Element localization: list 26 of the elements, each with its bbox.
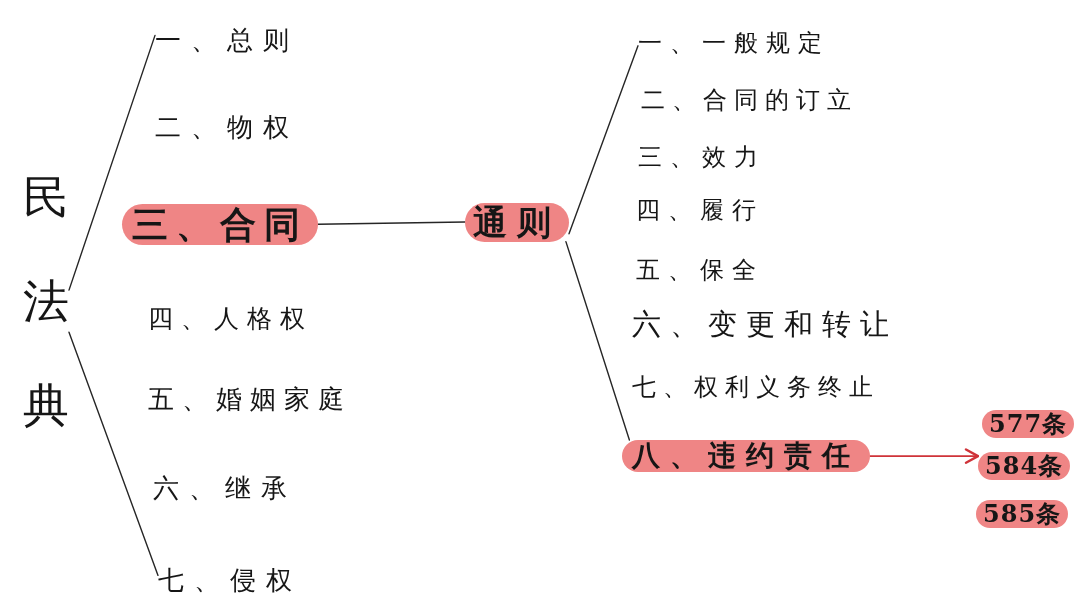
highlighted-topic: 八、违约责任 (622, 440, 870, 473)
highlighted-topic: 通则 (465, 202, 569, 242)
highlighted-topic: 585条 (976, 500, 1069, 528)
topic-label: 三、效力 (638, 142, 766, 172)
topic-label: 四、履行 (636, 195, 764, 225)
topic-label: 二、物权 (155, 111, 299, 143)
topic-label: 七、权利义务终止 (632, 372, 880, 402)
topic-label: 五、保全 (636, 255, 764, 285)
highlighted-topic: 三、合同 (122, 203, 318, 245)
branch-line (565, 240, 631, 441)
branch-line (68, 34, 156, 291)
topic-label: 七、侵权 (158, 564, 302, 596)
topic-label: 一、一般规定 (638, 28, 830, 58)
branch-line (68, 331, 159, 577)
topic-label: 六、继承 (153, 472, 297, 504)
highlighted-topic: 584条 (978, 452, 1071, 480)
topic-label: 六、变更和转让 (632, 306, 898, 342)
topic-label: 二、合同的订立 (641, 85, 858, 115)
branch-line (317, 221, 466, 225)
topic-label: 五、婚姻家庭 (148, 383, 352, 415)
root-label: 民法典 (23, 145, 69, 457)
topic-label: 四、人格权 (148, 304, 313, 334)
arrow (869, 448, 980, 464)
branch-line (568, 45, 639, 235)
topic-label: 一、总则 (155, 24, 299, 56)
highlighted-topic: 577条 (982, 410, 1075, 438)
